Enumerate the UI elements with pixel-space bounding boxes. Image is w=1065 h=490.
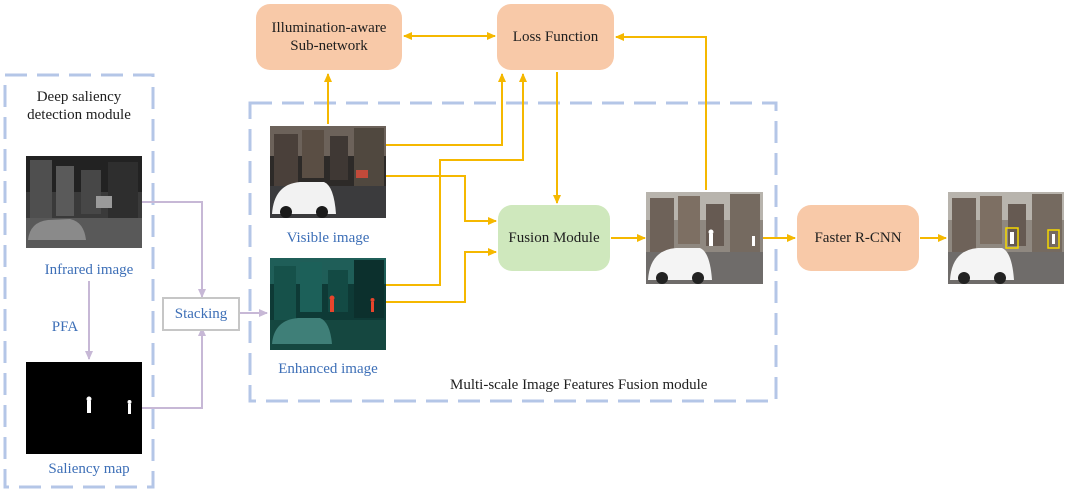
arrow-enhanced-to-loss: [386, 73, 527, 286]
enhanced-image: [270, 258, 386, 350]
arrow-fused-to-loss: [615, 33, 707, 190]
arrow-infrared-to-stacking: [142, 201, 206, 298]
arrow-enhanced-to-fusion: [386, 248, 497, 303]
multi-scale-module-title: Multi-scale Image Features Fusion module: [450, 377, 708, 393]
enhanced-image-label: Enhanced image: [278, 361, 378, 377]
arrow-saliency-to-stacking: [142, 327, 206, 409]
visible-image-label: Visible image: [286, 230, 370, 246]
fusion-module-frame: [248, 101, 778, 403]
infrared-image: [26, 156, 142, 248]
visible-image: [270, 126, 386, 218]
saliency-map-label: Saliency map: [48, 461, 130, 477]
saliency-map-image: [26, 362, 142, 454]
arrow-visible-to-loss: [386, 73, 506, 146]
detection-result-image: [948, 192, 1064, 284]
faster-rcnn-box: Faster R-CNN: [797, 205, 919, 271]
saliency-module-title: Deep saliency detection module: [27, 89, 131, 123]
fused-image: [646, 192, 763, 284]
saliency-module-frame: [3, 73, 155, 489]
infrared-image-label: Infrared image: [44, 262, 134, 278]
stacking-box: Stacking: [162, 297, 240, 331]
fusion-module-box: Fusion Module: [498, 205, 610, 271]
illumination-subnetwork-box: Illumination-aware Sub-network: [256, 4, 402, 70]
loss-function-box: Loss Function: [497, 4, 614, 70]
arrow-visible-to-fusion: [386, 175, 497, 225]
pfa-label: PFA: [51, 319, 79, 335]
